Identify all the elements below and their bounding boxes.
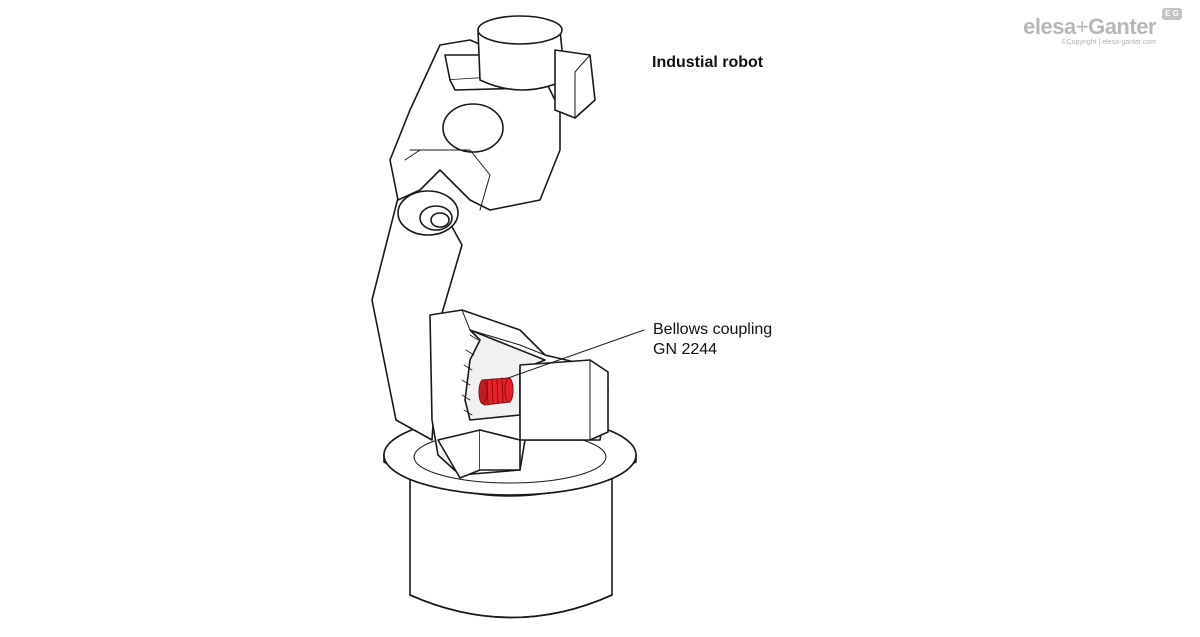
brand-name-part-2: Ganter — [1088, 14, 1156, 39]
brand-logo: elesa+Ganter E G ©Copyright | elesa-gant… — [1023, 8, 1186, 48]
robot-end-effector — [554, 49, 596, 119]
diagram-title: Industial robot — [652, 54, 764, 71]
brand-plus: + — [1075, 14, 1089, 39]
brand-copyright: ©Copyright | elesa-ganter.com — [1061, 39, 1156, 46]
bellows-coupling — [478, 377, 514, 406]
brand-name: elesa+Ganter — [1023, 14, 1156, 40]
callout-line-2: GN 2244 — [653, 341, 718, 358]
robot-elbow-joint — [397, 190, 459, 236]
brand-badge-icon: E G — [1162, 8, 1182, 20]
callout-leader-line — [507, 329, 645, 379]
robot-tool-flange — [477, 15, 566, 91]
brand-name-part-1: elesa — [1023, 14, 1076, 39]
callout-line-1: Bellows coupling — [653, 321, 773, 338]
bellows-coupling-label: Bellows coupling GN 2244 — [653, 320, 772, 360]
